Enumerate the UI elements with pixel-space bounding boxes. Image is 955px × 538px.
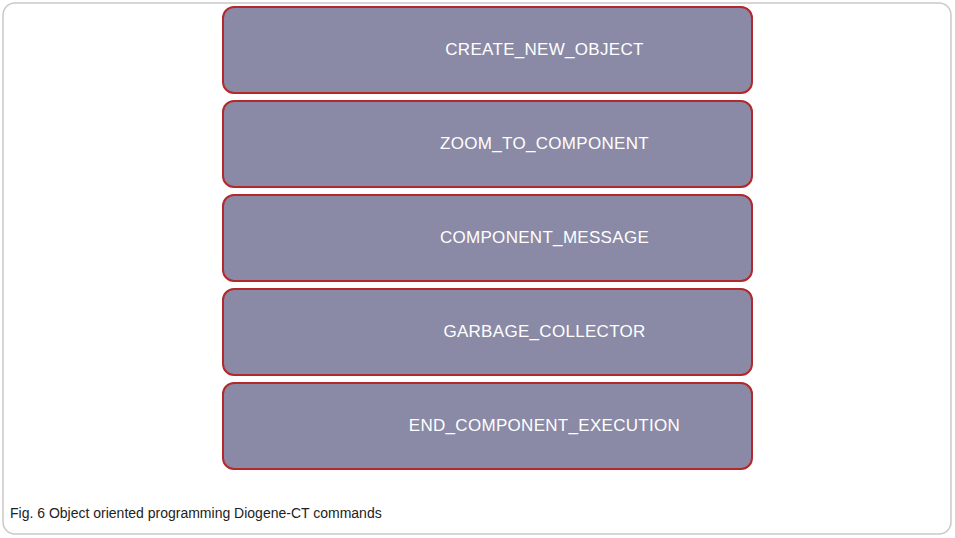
command-band: COMPONENT_MESSAGE (222, 194, 753, 282)
command-band: ZOOM_TO_COMPONENT (222, 100, 753, 188)
command-label: ZOOM_TO_COMPONENT (440, 134, 649, 154)
command-label: END_COMPONENT_EXECUTION (409, 416, 680, 436)
figure-frame (3, 3, 951, 534)
command-band: END_COMPONENT_EXECUTION (222, 382, 753, 470)
command-label: GARBAGE_COLLECTOR (443, 322, 645, 342)
command-band: CREATE_NEW_OBJECT (222, 6, 753, 94)
figure-caption: Fig. 6 Object oriented programming Dioge… (10, 505, 382, 521)
command-label: CREATE_NEW_OBJECT (445, 40, 643, 60)
command-label: COMPONENT_MESSAGE (440, 228, 649, 248)
command-band: GARBAGE_COLLECTOR (222, 288, 753, 376)
